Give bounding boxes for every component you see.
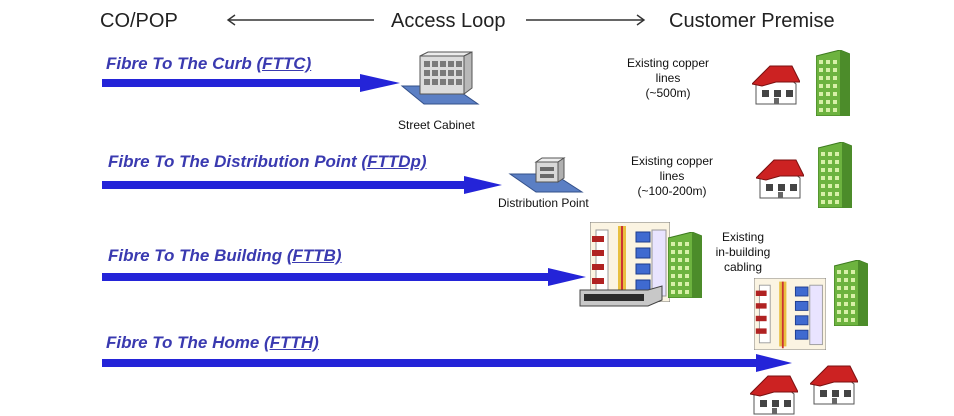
row-title-fttc-prefix: Fibre To The Curb (106, 54, 257, 73)
row-title-fttc: Fibre To The Curb (FTTC) (106, 54, 311, 74)
distribution-point-icon (508, 157, 584, 193)
note-fttc: Existing copper lines (~500m) (610, 56, 726, 101)
row-title-fttdp: Fibre To The Distribution Point (FTTDp) (108, 152, 427, 172)
apartment-tower-icon-ftth (834, 260, 868, 326)
house-icon-fttc (752, 62, 800, 106)
distribution-point-caption: Distribution Point (498, 196, 589, 210)
header-left-arrow (226, 14, 374, 26)
row-title-fttb-prefix: Fibre To The Building (108, 246, 287, 265)
note-fttb-line-1: Existing (721, 230, 765, 244)
house-icon-ftth-right (810, 362, 858, 406)
note-fttb-line-2: in-building (715, 245, 771, 259)
row-title-fttc-abbr: (FTTC) (256, 54, 312, 73)
switch-tray-icon-fttb (579, 285, 663, 307)
header-co-pop: CO/POP (100, 10, 178, 32)
apartment-tower-icon-fttdp (818, 142, 852, 208)
house-icon-ftth-left (750, 372, 798, 416)
note-fttdp-line-2: lines (659, 169, 685, 183)
row-title-ftth: Fibre To The Home (FTTH) (106, 333, 319, 353)
row-title-fttb-abbr: (FTTB) (286, 246, 342, 265)
building-cutaway-icon-ftth (754, 278, 826, 350)
row-title-fttdp-prefix: Fibre To The Distribution Point (108, 152, 362, 171)
note-fttb: Existing in-building cabling (704, 230, 782, 275)
row-title-fttb: Fibre To The Building (FTTB) (108, 246, 342, 266)
note-fttdp-line-1: Existing copper (630, 154, 714, 168)
row-title-fttdp-abbr: (FTTDp) (361, 152, 427, 171)
row-title-ftth-prefix: Fibre To The Home (106, 333, 265, 352)
street-cabinet-caption: Street Cabinet (398, 118, 475, 132)
street-cabinet-icon (400, 51, 480, 105)
fibre-arrow-fttdp (102, 176, 502, 194)
header-customer-premise: Customer Premise (669, 10, 835, 32)
note-fttdp-line-3: (~100-200m) (637, 184, 707, 198)
fibre-arrow-fttc (102, 74, 400, 92)
house-icon-fttdp (756, 156, 804, 200)
fibre-arrow-fttb (102, 268, 586, 286)
apartment-tower-icon-fttb (668, 232, 702, 298)
note-fttc-line-3: (~500m) (645, 86, 691, 100)
note-fttc-line-2: lines (655, 71, 681, 85)
note-fttb-line-3: cabling (723, 260, 763, 274)
apartment-tower-icon-fttc (816, 50, 850, 116)
header-right-arrow (526, 14, 646, 26)
header-access-loop: Access Loop (391, 10, 506, 32)
note-fttc-line-1: Existing copper (626, 56, 710, 70)
note-fttdp: Existing copper lines (~100-200m) (612, 154, 732, 199)
row-title-ftth-abbr: (FTTH) (264, 333, 319, 352)
fibre-arrow-ftth (102, 354, 792, 372)
